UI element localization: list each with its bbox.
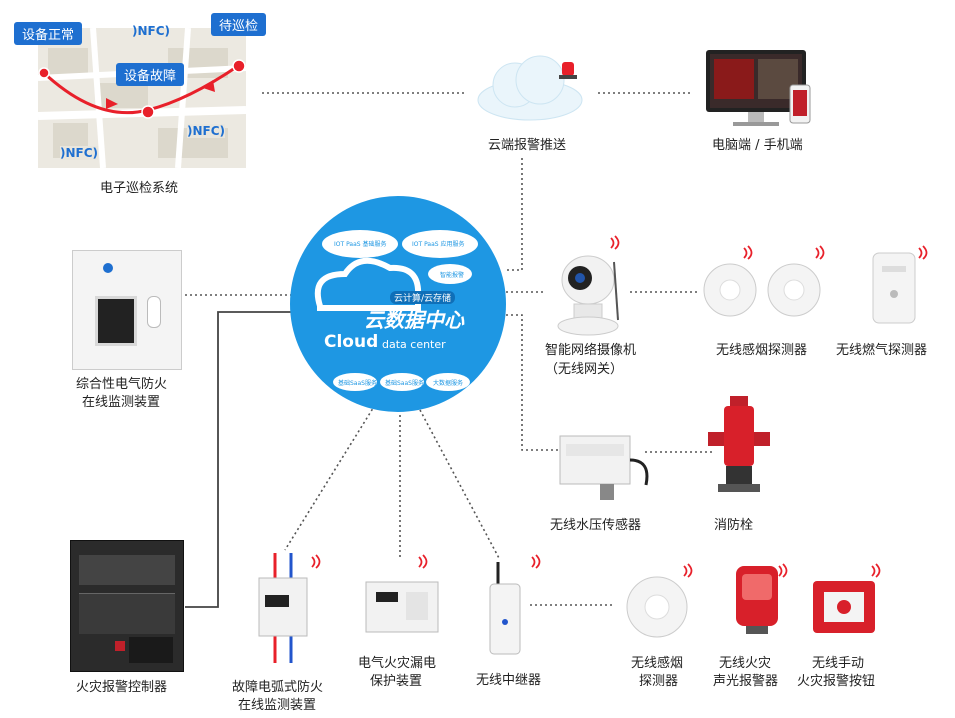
center-to-arc-line (284, 404, 376, 551)
saas-1-label: 基础SaaS服务 (338, 380, 377, 387)
fire-controller-caption: 火灾报警控制器 (76, 680, 168, 695)
cloud-push-icon (477, 55, 583, 121)
terminal-caption: 电脑端 / 手机端 (712, 138, 803, 153)
fire-hydrant-icon (708, 396, 770, 492)
smoke-detector-pair-icon (703, 263, 821, 317)
fire-controller-device (70, 540, 184, 672)
device-knob (147, 296, 161, 328)
electrical-monitor-device (72, 250, 182, 370)
smoke-detector-bottom-caption-2: 探测器 (639, 674, 679, 689)
nfc-tag-mid: )NFC) (187, 124, 226, 138)
status-pending-callout: 待巡检 (211, 13, 267, 36)
wireless-signal-icon (418, 554, 428, 569)
sound-light-caption-2: 声光报警器 (713, 674, 779, 689)
wireless-signal-icon (610, 235, 620, 250)
data-center-clouds (314, 230, 478, 391)
arc-monitor-caption-2: 在线监测装置 (238, 698, 317, 713)
arc-monitor-icon (258, 553, 308, 663)
wireless-signal-icon (683, 563, 693, 578)
status-fault-label: 设备故障 (124, 69, 177, 84)
sound-light-alarm-icon (736, 566, 778, 634)
paas-right-label: IOT PaaS 应用服务 (412, 241, 465, 248)
data-center-title: 云数据中心 (364, 308, 464, 332)
patrol-system-caption: 电子巡检系统 (100, 181, 179, 196)
controller-indicator (115, 641, 125, 651)
leakage-device-icon (365, 581, 439, 633)
manual-button-caption-1: 无线手动 (812, 656, 865, 671)
controller-printer (129, 637, 173, 663)
wireless-signal-icon (743, 245, 753, 260)
gas-detector-caption: 无线燃气探测器 (836, 343, 928, 358)
center-to-repeater-line (419, 409, 501, 561)
data-center-cloud-en: Cloud (324, 332, 379, 352)
map-streets (38, 28, 246, 168)
camera-icon (557, 255, 619, 336)
status-normal-label: 设备正常 (22, 28, 75, 43)
wireless-signal-icon (531, 554, 541, 569)
nfc-tag-label: NFC (137, 24, 165, 38)
leakage-caption-1: 电气火灾漏电 (358, 656, 437, 671)
computer-phone-icon (706, 50, 811, 126)
data-center-badge: 云计算/云存储 (390, 291, 456, 304)
wireless-signal-icon (311, 554, 321, 569)
cloud-push-link-line (506, 158, 523, 271)
manual-button-icon (813, 581, 875, 633)
camera-caption-2: （无线网关） (545, 362, 624, 377)
manual-button-caption-2: 火灾报警按钮 (797, 674, 876, 689)
repeater-icon (489, 562, 521, 655)
pressure-sensor-icon (559, 435, 649, 500)
device-screen (95, 296, 137, 346)
paas-left-label: IOT PaaS 基础服务 (334, 241, 387, 248)
center-to-pressure-line (506, 314, 560, 451)
controller-keypad (79, 593, 175, 634)
status-normal-callout: 设备正常 (14, 22, 83, 45)
wireless-signal-icon (815, 245, 825, 260)
arc-monitor-caption-1: 故障电弧式防火 (232, 680, 324, 695)
smoke-detector-top-caption: 无线感烟探测器 (716, 343, 808, 358)
electrical-monitor-caption-1: 综合性电气防火 (76, 377, 168, 392)
service-small-label: 智能报警 (440, 272, 465, 279)
electrical-monitor-caption-2: 在线监测装置 (82, 395, 161, 410)
leakage-caption-2: 保护装置 (370, 674, 423, 689)
controller-panel (79, 555, 175, 585)
gas-detector-icon (872, 252, 916, 324)
smoke-detector-bottom-icon (626, 576, 688, 638)
nfc-tag-top: )NFC) (132, 24, 171, 38)
cloud-push-caption: 云端报警推送 (488, 138, 567, 153)
sound-light-caption-1: 无线火灾 (719, 656, 772, 671)
wireless-signal-icon (871, 563, 881, 578)
patrol-map (38, 28, 246, 168)
controller-to-center-line (185, 311, 292, 608)
saas-2-label: 基础SaaS服务 (385, 380, 424, 387)
nfc-tag-label: NFC (65, 146, 93, 160)
data-center-globe: IOT PaaS 基础服务 IOT PaaS 应用服务 智能报警 云计算/云存储… (290, 196, 506, 412)
status-fault-callout: 设备故障 (116, 63, 185, 86)
camera-caption-1: 智能网络摄像机 (545, 343, 637, 358)
wireless-signal-icon (778, 563, 788, 578)
brand-logo-icon (103, 263, 113, 273)
data-center-subtitle: data center (382, 338, 446, 351)
nfc-tag-bottom: )NFC) (60, 146, 99, 160)
nfc-tag-label: NFC (192, 124, 220, 138)
alarm-light-icon (562, 62, 574, 76)
repeater-caption: 无线中继器 (476, 673, 542, 688)
smoke-detector-bottom-caption-1: 无线感烟 (631, 656, 684, 671)
pressure-sensor-caption: 无线水压传感器 (550, 518, 642, 533)
status-pending-label: 待巡检 (219, 19, 259, 34)
hydrant-caption: 消防栓 (714, 518, 754, 533)
wireless-signal-icon (918, 245, 928, 260)
saas-3-label: 大数据服务 (433, 380, 464, 387)
